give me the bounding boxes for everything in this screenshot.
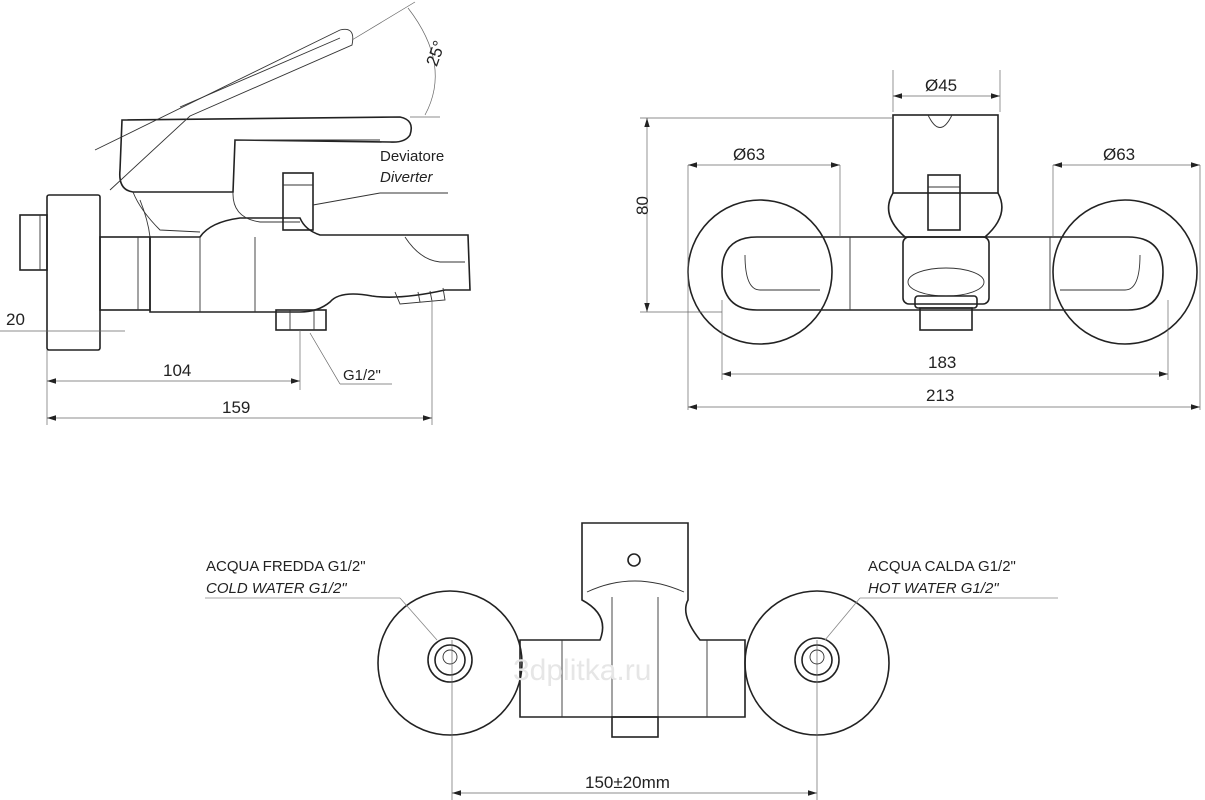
- spout-body: [149, 217, 471, 313]
- dim-right-flange-diameter: Ø63: [1103, 145, 1135, 164]
- cold-water-label-it: ACQUA FREDDA G1/2": [206, 558, 366, 575]
- diverter-knob: [282, 172, 314, 231]
- diverter-label-en: Diverter: [380, 169, 434, 186]
- dim-height: 80: [633, 196, 652, 215]
- cold-water-label-en: COLD WATER G1/2": [206, 580, 347, 597]
- angle-label: 25°: [422, 38, 449, 69]
- rear-view: 3dplitka.ru ACQUA FREDDA G1/2" COLD WATE…: [205, 522, 1058, 800]
- dim-wall-depth: 20: [6, 310, 25, 329]
- dim-outlet-distance: 104: [163, 361, 191, 380]
- aerator-housing: [902, 236, 990, 305]
- wall-flange: [46, 194, 101, 351]
- front-diverter: [927, 174, 961, 231]
- cold-flange: [377, 590, 523, 736]
- dim-total-projection: 159: [222, 398, 250, 417]
- dim-inlet-spacing: 150±20mm: [585, 773, 670, 792]
- front-body: [721, 236, 1164, 311]
- right-flange: [1052, 199, 1198, 345]
- lever-open-position: [94, 28, 354, 191]
- dim-handle-diameter: Ø45: [925, 76, 957, 95]
- hot-water-label-en: HOT WATER G1/2": [868, 580, 999, 597]
- dim-left-flange-diameter: Ø63: [733, 145, 765, 164]
- lever-handle: [118, 116, 413, 193]
- bottom-connector: [275, 309, 327, 331]
- handle-cap: [892, 114, 999, 194]
- left-flange: [687, 199, 833, 345]
- front-view: Ø45 Ø63 Ø63 80 183 213: [633, 70, 1201, 410]
- rear-outlet: [611, 716, 659, 738]
- rear-body: [519, 522, 746, 718]
- hot-water-label-it: ACQUA CALDA G1/2": [868, 558, 1016, 575]
- thread-label: G1/2": [343, 367, 381, 384]
- dim-center-body: 183: [928, 353, 956, 372]
- wall-connector: [19, 214, 48, 271]
- side-view: 25° Deviatore Diverter 20 104 159 G1/2": [0, 1, 471, 425]
- body-collar: [99, 236, 151, 311]
- dim-overall-width: 213: [926, 386, 954, 405]
- watermark: 3dplitka.ru: [513, 654, 651, 687]
- diverter-label-it: Deviatore: [380, 148, 444, 165]
